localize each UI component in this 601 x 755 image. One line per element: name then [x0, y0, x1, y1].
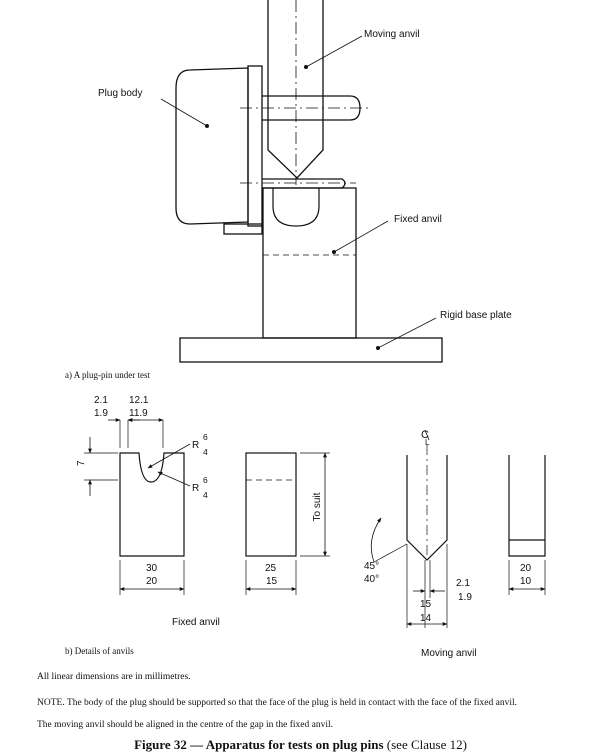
detail-label-moving-anvil: Moving anvil: [421, 648, 477, 659]
dim-slot-bottom: 11.9: [129, 408, 148, 419]
centre-line-l: L: [425, 438, 430, 447]
dim-slot-top: 12.1: [129, 395, 149, 406]
dim-radius2-top: 6: [203, 475, 208, 485]
note-anvil-alignment: The moving anvil should be aligned in th…: [37, 720, 334, 730]
dim-moving-gap-bottom: 1.9: [458, 592, 472, 603]
dim-fixed-width-bottom: 20: [146, 576, 158, 587]
label-moving-anvil: Moving anvil: [364, 29, 420, 40]
dim-fixed-width-top: 30: [146, 563, 158, 574]
dim-radius1-bottom: 4: [203, 447, 208, 457]
rigid-base-plate: [179, 337, 443, 363]
subcaption-a: a) A plug-pin under test: [65, 370, 150, 380]
moving-anvil-side-view: [508, 455, 546, 595]
plug-body-shape: [175, 67, 249, 225]
dim-block-width-bottom: 15: [266, 576, 278, 587]
label-rigid-base-plate: Rigid base plate: [440, 310, 512, 321]
dim-gap-top: 2.1: [94, 395, 108, 406]
centre-line-c: C: [421, 429, 429, 441]
dim-radius2-r: R: [192, 483, 199, 494]
lower-pin-shape: [262, 178, 346, 189]
detail-label-fixed-anvil: Fixed anvil: [172, 617, 220, 628]
plug-face-plate: [247, 65, 263, 227]
fixed-anvil-detail: [84, 418, 191, 595]
dim-radius1-top: 6: [203, 432, 208, 442]
dim-radius1-r: R: [192, 440, 199, 451]
figure-reference: (see Clause 12): [386, 737, 467, 752]
dim-side-width-bottom: 10: [520, 576, 532, 587]
dim-radius2-bottom: 4: [203, 490, 208, 500]
units-note: All linear dimensions are in millimetres…: [37, 672, 191, 682]
to-suit-label: To suit: [312, 492, 323, 521]
figure-title: Figure 32 — Apparatus for tests on plug …: [134, 737, 384, 752]
fixed-anvil-side-view: [245, 452, 330, 595]
plug-assembly: [160, 0, 443, 363]
dim-moving-width-bottom: 14: [420, 613, 432, 624]
dim-gap-bottom: 1.9: [94, 408, 108, 419]
dim-moving-gap-top: 2.1: [456, 578, 470, 589]
fixed-anvil-block: [262, 187, 357, 339]
dim-side-width-top: 20: [520, 563, 532, 574]
figure-caption: Figure 32 — Apparatus for tests on plug …: [0, 737, 601, 753]
label-fixed-anvil: Fixed anvil: [394, 214, 442, 225]
dim-angle-top: 45°: [364, 561, 379, 572]
dim-depth-seven: 7: [76, 460, 87, 466]
dim-block-width-top: 25: [265, 563, 277, 574]
dim-angle-bottom: 40°: [364, 574, 379, 585]
note-plug-support: NOTE. The body of the plug should be sup…: [37, 698, 517, 708]
label-plug-body: Plug body: [98, 88, 142, 99]
moving-anvil-shape: [267, 0, 324, 179]
dim-moving-width-top: 15: [420, 599, 432, 610]
moving-anvil-detail: [370, 429, 448, 628]
subcaption-b: b) Details of anvils: [65, 646, 134, 656]
